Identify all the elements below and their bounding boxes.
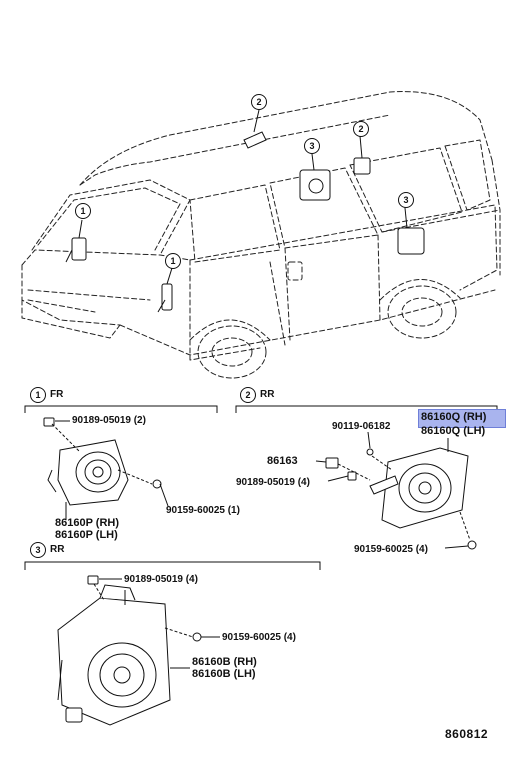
rr3-bolt-part-number[interactable]: 90189-05019 (4)	[124, 574, 198, 585]
fr-speaker-lh-part-number[interactable]: 86160P (LH)	[55, 529, 118, 541]
rr3-label-lines	[99, 578, 220, 669]
section-title-rr-rear: 2 RR	[240, 387, 274, 403]
rr-speaker-lh-part-number[interactable]: 86160Q (LH)	[421, 425, 486, 437]
rr-bracket-part-number[interactable]: 86163	[267, 455, 298, 467]
fr-label-lines	[55, 420, 169, 520]
fr-bolt-part-number[interactable]: 90189-05019 (2)	[72, 415, 146, 426]
rr3-speaker-rh-part-number[interactable]: 86160B (RH)	[192, 656, 257, 668]
rr3-speaker-lh-part-number[interactable]: 86160B (LH)	[192, 668, 256, 680]
fr-leaders	[51, 423, 153, 485]
callout-1-front-right[interactable]: 1	[165, 253, 181, 269]
callout-2-roof[interactable]: 2	[251, 94, 267, 110]
rr3-screw-part-number[interactable]: 90159-60025 (4)	[222, 632, 296, 643]
diagram-number: 860812	[445, 727, 489, 741]
section-rr-side-label: RR	[50, 544, 65, 555]
fr-speaker-drawing	[43, 417, 162, 506]
rr3-leaders	[93, 583, 194, 638]
section-rr-rear-callout: 2	[240, 387, 256, 403]
section-title-fr: 1 FR	[30, 387, 63, 403]
fr-screw-part-number[interactable]: 90159-60025 (1)	[166, 505, 240, 516]
van-speaker-parts	[65, 131, 425, 313]
callout-2-rear[interactable]: 2	[353, 121, 369, 137]
section-fr-label: FR	[50, 389, 64, 400]
callout-3-side-left[interactable]: 3	[304, 138, 320, 154]
highlight-selected-part	[418, 409, 506, 428]
rr-bolt-part-number[interactable]: 90189-05019 (4)	[236, 477, 310, 488]
rr-screw-top-part-number[interactable]: 90119-06182	[332, 421, 391, 432]
rr-speaker-rh-part-number[interactable]: 86160Q (RH)	[421, 411, 487, 423]
rr3-speaker-drawing	[57, 575, 202, 726]
fr-speaker-rh-part-number[interactable]: 86160P (RH)	[55, 517, 119, 529]
rr-label-lines	[315, 431, 469, 549]
section-rr-side-callout: 3	[30, 542, 46, 558]
section-fr-callout: 1	[30, 387, 46, 403]
callout-3-side-right[interactable]: 3	[398, 192, 414, 208]
section-rr-rear-label: RR	[260, 389, 275, 400]
section-title-rr-side: 3 RR	[30, 542, 64, 558]
rr-speaker-drawing	[325, 447, 477, 550]
van-leader-lines	[78, 109, 408, 285]
callout-1-front-left[interactable]: 1	[75, 203, 91, 219]
rr-leaders	[337, 455, 471, 541]
rr-screw-bottom-part-number[interactable]: 90159-60025 (4)	[354, 544, 428, 555]
